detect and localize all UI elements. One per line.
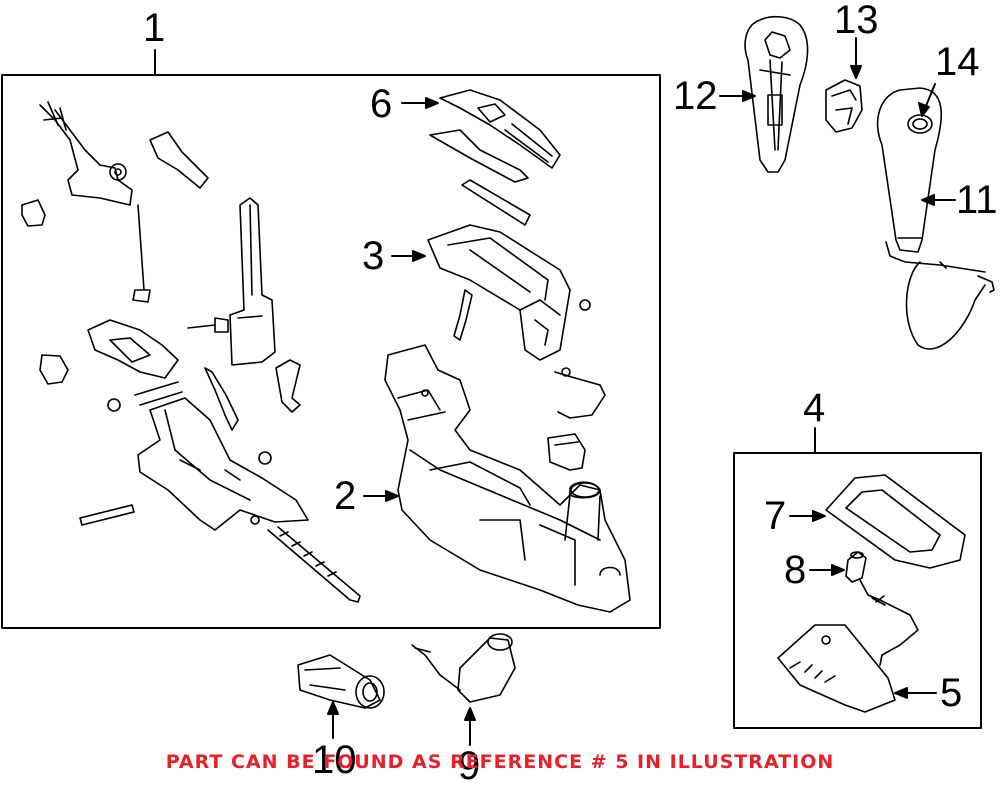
callout-13: 13 [834, 0, 879, 42]
part-9-solenoid [411, 633, 516, 703]
callout-4: 4 [803, 386, 826, 430]
assembly-box-4 [733, 452, 982, 729]
callout-5: 5 [940, 671, 963, 715]
callout-3: 3 [362, 234, 385, 278]
part-2-console [384, 344, 631, 613]
part-12-knob-insert [744, 15, 809, 173]
shifter-mechanism-parts [21, 101, 361, 603]
part-10-lock-cylinder [297, 654, 385, 709]
callout-2: 2 [334, 474, 357, 518]
callout-8: 8 [784, 548, 807, 592]
part-11-shift-knob [876, 87, 995, 350]
callout-1: 1 [143, 6, 166, 50]
callout-10: 10 [312, 738, 357, 782]
callout-7: 7 [764, 494, 787, 538]
part-5-indicator-plate [777, 624, 896, 713]
part-13-clip [825, 79, 863, 133]
part-3-indicator-housing [427, 224, 606, 471]
callout-9: 9 [458, 744, 481, 788]
callout-12: 12 [673, 74, 718, 118]
callout-6: 6 [370, 82, 393, 126]
assembly-box-1 [1, 74, 661, 629]
reference-note: PART CAN BE FOUND AS REFERENCE # 5 IN IL… [165, 751, 835, 773]
part-6-top-trim [429, 89, 561, 226]
callout-11: 11 [956, 178, 998, 222]
callout-14: 14 [935, 40, 980, 84]
part-8-lamp-wire [845, 551, 919, 666]
part-7-bezel [825, 474, 966, 569]
